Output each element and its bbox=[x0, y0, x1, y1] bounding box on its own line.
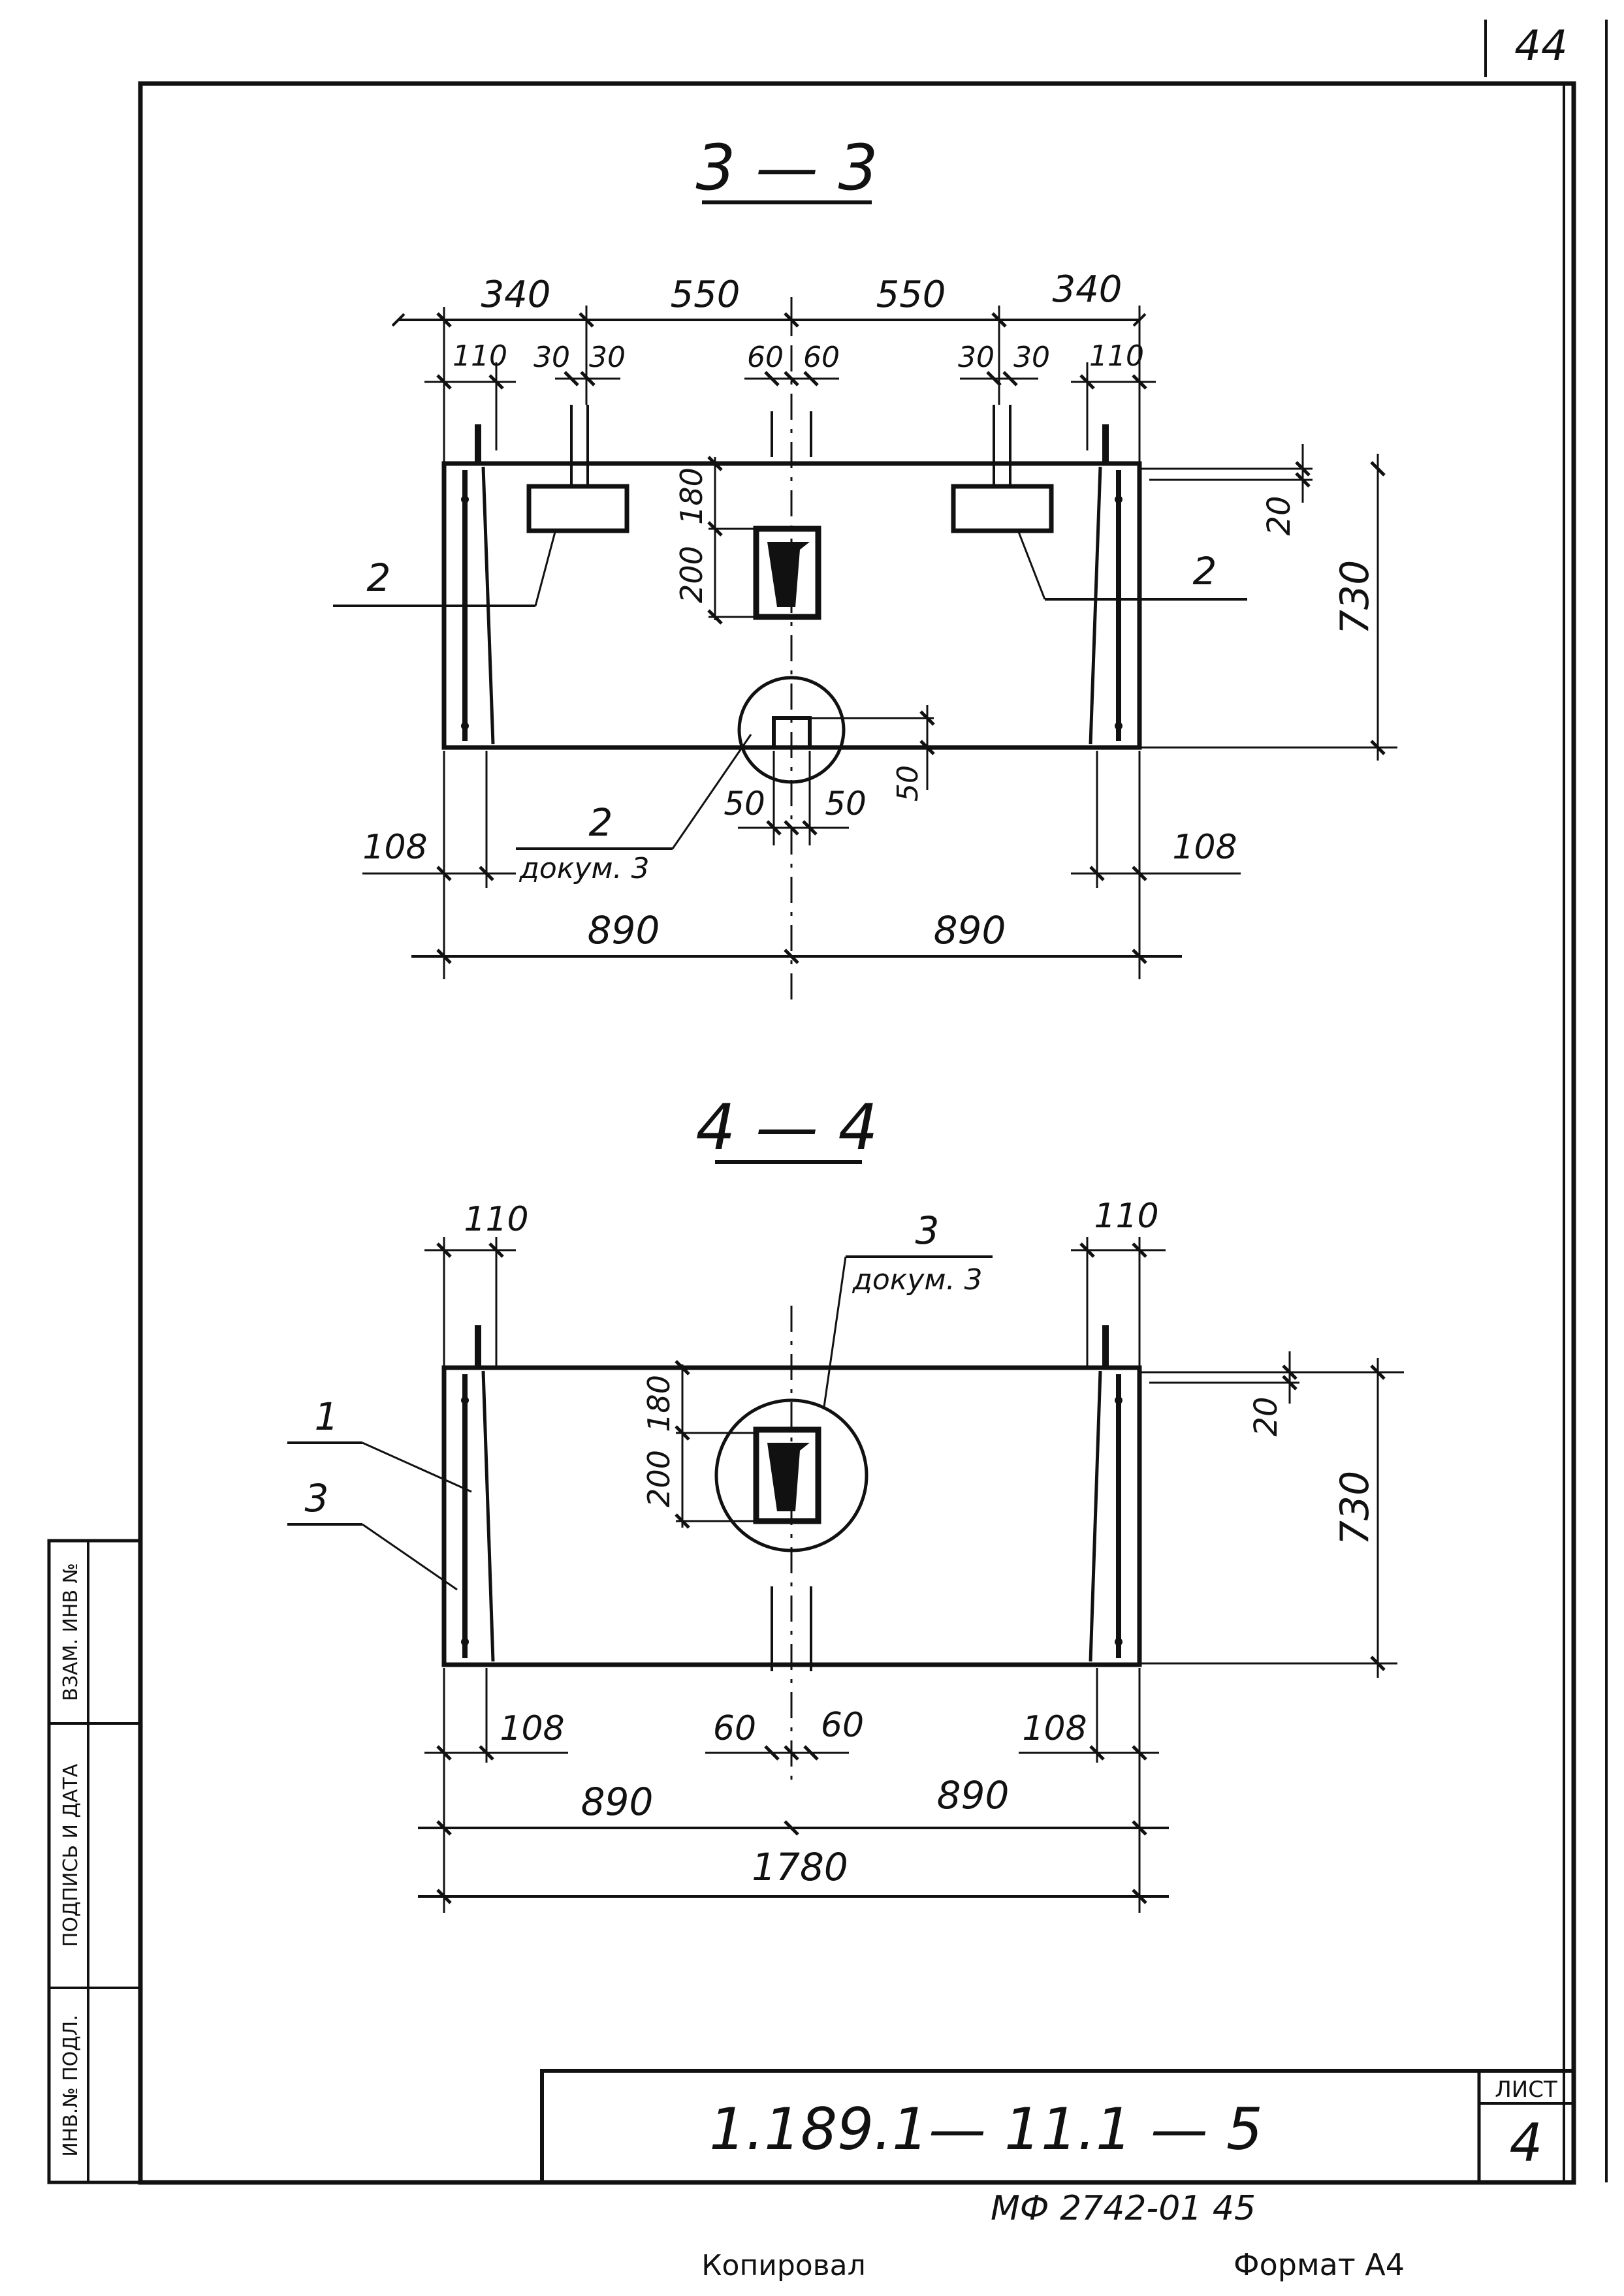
callout-33-pos2-right: 2 bbox=[1193, 549, 1217, 593]
title-block bbox=[540, 2069, 1576, 2184]
dim-44-108-right: 108 bbox=[1022, 1709, 1087, 1748]
dim-44-108-left: 108 bbox=[500, 1709, 564, 1748]
section-4-4: 4 — 4 110 110 bbox=[287, 1091, 1404, 1913]
dim-33-50-left: 50 bbox=[724, 785, 765, 823]
dim-44-890-right: 890 bbox=[937, 1773, 1010, 1817]
stamp-cell-replacement-inventory: ВЗАМ. ИНВ № bbox=[59, 1563, 82, 1701]
dim-33-60-b: 60 bbox=[803, 341, 840, 374]
callout-44-doc-ref: докум. 3 bbox=[852, 1263, 982, 1297]
dim-33-60-a: 60 bbox=[747, 341, 784, 374]
dim-44-60-left: 60 bbox=[713, 1709, 756, 1748]
sheet-number: 4 bbox=[1510, 2113, 1543, 2173]
section-3-3: 3 — 3 bbox=[333, 131, 1397, 1009]
dim-44-180: 180 bbox=[641, 1375, 677, 1432]
inventory-mark: МФ 2742-01 45 bbox=[991, 2189, 1256, 2228]
dim-33-30-b: 30 bbox=[589, 341, 626, 374]
callout-44-pos3-top: 3 bbox=[915, 1208, 940, 1253]
callout-44-pos3: 3 bbox=[305, 1476, 329, 1520]
dim-33-550-right: 550 bbox=[876, 274, 946, 316]
section-4-4-title: 4 — 4 bbox=[695, 1091, 878, 1164]
dim-44-110-right: 110 bbox=[1094, 1197, 1158, 1236]
dim-33-550-left: 550 bbox=[671, 274, 740, 316]
side-stamp bbox=[47, 1539, 142, 2184]
stamp-cell-signature-date: ПОДПИСЬ И ДАТА bbox=[59, 1763, 82, 1947]
dim-33-890-left: 890 bbox=[588, 908, 660, 952]
dim-44-110-left: 110 bbox=[464, 1200, 528, 1239]
dim-44-60-right: 60 bbox=[821, 1706, 864, 1745]
callout-33-pos2-bottom: 2 bbox=[589, 800, 613, 845]
dim-33-20: 20 bbox=[1261, 495, 1298, 535]
dim-33-50-right: 50 bbox=[825, 785, 867, 823]
callout-33-doc-ref: докум. 3 bbox=[518, 852, 649, 885]
dim-44-890-left: 890 bbox=[581, 1780, 654, 1824]
page-corner-number: 44 bbox=[1514, 22, 1567, 71]
copied-label: Копировал bbox=[701, 2249, 865, 2282]
callout-33-pos2-left: 2 bbox=[367, 556, 391, 600]
dim-44-730: 730 bbox=[1332, 1471, 1378, 1546]
dim-33-200: 200 bbox=[674, 546, 709, 603]
dim-33-30-d: 30 bbox=[1013, 341, 1050, 374]
dim-33-30-a: 30 bbox=[533, 341, 570, 374]
dim-33-340-left: 340 bbox=[481, 274, 551, 316]
dim-33-108-left: 108 bbox=[362, 828, 427, 867]
dim-33-180: 180 bbox=[674, 467, 709, 525]
dim-44-200: 200 bbox=[641, 1450, 677, 1507]
format-label: Формат А4 bbox=[1234, 2247, 1405, 2282]
section-3-3-title: 3 — 3 bbox=[695, 131, 878, 204]
stamp-cell-inventory-original: ИНВ.№ ПОДЛ. bbox=[59, 2015, 82, 2157]
dim-33-108-right: 108 bbox=[1172, 828, 1237, 867]
dim-33-890-right: 890 bbox=[934, 908, 1006, 952]
dim-44-20: 20 bbox=[1248, 1396, 1284, 1436]
dim-44-1780: 1780 bbox=[752, 1845, 848, 1889]
dim-33-30-c: 30 bbox=[958, 341, 995, 374]
dim-33-50-vertical: 50 bbox=[891, 765, 925, 802]
callout-44-pos1: 1 bbox=[315, 1394, 339, 1439]
dim-33-110-right: 110 bbox=[1089, 339, 1144, 373]
dim-33-110-left: 110 bbox=[453, 339, 507, 373]
dim-33-340-right: 340 bbox=[1053, 268, 1122, 311]
dim-33-730: 730 bbox=[1332, 560, 1378, 635]
sheet-label: ЛИСТ bbox=[1495, 2077, 1557, 2103]
document-code: 1.189.1— 11.1 — 5 bbox=[709, 2096, 1263, 2163]
